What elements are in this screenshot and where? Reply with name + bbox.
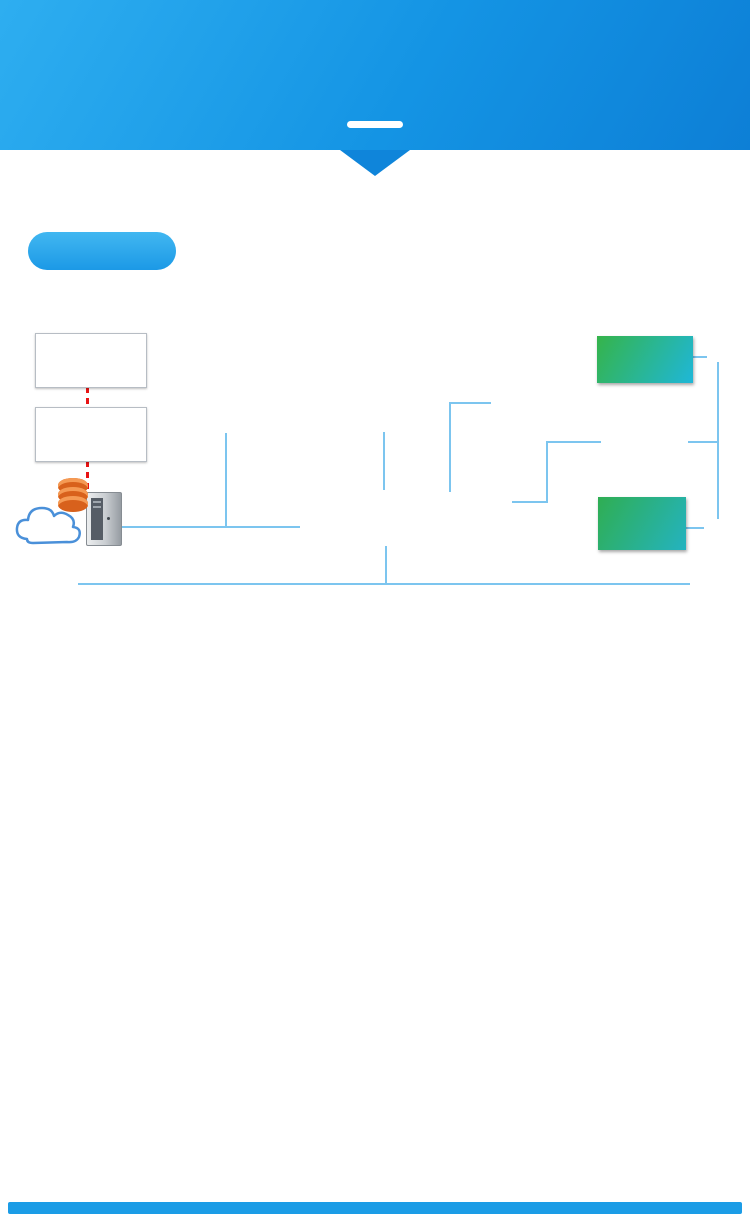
connection-line: [383, 432, 385, 490]
connection-line: [120, 526, 300, 528]
database-icon: [58, 478, 88, 512]
connection-line: [449, 402, 451, 492]
section-badge: [28, 232, 176, 270]
connection-line: [688, 441, 718, 443]
distribution-bus-line: [78, 583, 690, 585]
connection-line: [686, 527, 704, 529]
summary-board-2: [598, 497, 686, 550]
summary-switch-icon: [600, 428, 688, 456]
cloud-server-icon: [86, 492, 122, 546]
main-switch-icon: [298, 488, 512, 546]
cloud-link-dashed-line: [86, 461, 89, 489]
connection-line: [449, 402, 491, 404]
connection-line: [225, 433, 227, 528]
cloud-dashboard-2: [35, 407, 147, 462]
header-pointer: [340, 150, 410, 176]
footer-bar: [8, 1202, 742, 1214]
connection-line: [385, 546, 387, 584]
connection-line: [547, 441, 601, 443]
connection-line: [546, 441, 548, 503]
internet-cloud: [15, 506, 81, 545]
title-underline: [347, 121, 403, 128]
connection-line: [693, 356, 707, 358]
cloud-link-dashed-line: [86, 387, 89, 405]
summary-board-1: [597, 336, 693, 383]
cloud-dashboard-1: [35, 333, 147, 388]
connection-line: [717, 362, 719, 519]
connection-line: [512, 501, 548, 503]
